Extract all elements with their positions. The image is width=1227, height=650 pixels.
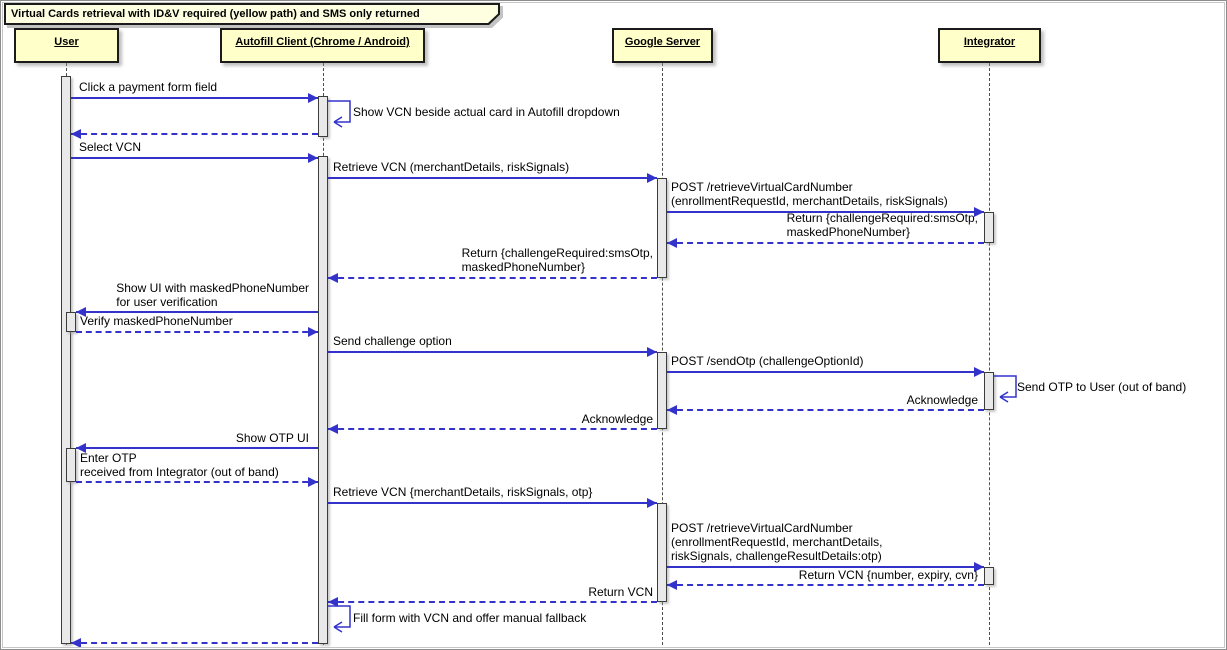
arrowhead <box>308 327 318 337</box>
activation-bar <box>66 448 76 482</box>
message-line <box>328 428 657 430</box>
message-label: POST /retrieveVirtualCardNumber (enrollm… <box>671 521 883 563</box>
arrowhead <box>974 562 984 572</box>
message-label: Enter OTP received from Integrator (out … <box>80 451 279 479</box>
message-label: Click a payment form field <box>79 80 218 94</box>
arrowhead <box>667 238 677 248</box>
activation-bar <box>984 372 994 410</box>
message-line <box>76 311 318 313</box>
message-label: Acknowledge <box>906 393 978 407</box>
arrowhead <box>667 580 677 590</box>
message-line <box>667 566 984 568</box>
message-label: Show UI with maskedPhoneNumber for user … <box>116 281 309 309</box>
participant-label: Google Server <box>624 36 701 48</box>
arrowhead <box>647 498 657 508</box>
activation-bar <box>657 178 667 278</box>
message-label: Fill form with VCN and offer manual fall… <box>353 611 587 625</box>
message-label: Return VCN <box>588 585 653 599</box>
arrowhead <box>647 173 657 183</box>
arrowhead <box>667 405 677 415</box>
message-label: Return VCN {number, expiry, cvn} <box>798 568 978 582</box>
participant-label: User <box>54 36 79 48</box>
message-line <box>667 371 984 373</box>
message-line <box>667 242 984 244</box>
participant-label: Integrator <box>963 36 1016 48</box>
message-label: Select VCN <box>79 140 142 154</box>
activation-bar <box>318 156 328 644</box>
arrowhead <box>71 129 81 139</box>
message-label: Send OTP to User (out of band) <box>1017 380 1187 394</box>
message-line <box>71 133 318 135</box>
message-label: Return {challengeRequired:smsOtp, masked… <box>461 246 653 274</box>
message-line <box>667 409 984 411</box>
activation-bar <box>984 567 994 585</box>
message-line <box>328 502 657 504</box>
message-line <box>667 584 984 586</box>
participant-label: Autofill Client (Chrome / Android) <box>235 36 410 48</box>
lifeline <box>989 63 990 645</box>
participant-box: Autofill Client (Chrome / Android) <box>220 28 425 63</box>
message-label: POST /sendOtp (challengeOptionId) <box>671 354 864 368</box>
message-line <box>71 642 318 644</box>
participant-box: User <box>14 28 119 63</box>
message-label: Retrieve VCN (merchantDetails, riskSigna… <box>333 160 570 174</box>
arrowhead <box>76 307 86 317</box>
message-label: Send challenge option <box>333 334 452 348</box>
arrowhead <box>328 424 338 434</box>
activation-bar <box>657 503 667 602</box>
arrowhead <box>308 93 318 103</box>
self-message-loop <box>994 375 1017 403</box>
arrowhead <box>974 207 984 217</box>
message-line <box>328 277 657 279</box>
message-label: Verify maskedPhoneNumber <box>80 314 233 328</box>
arrowhead <box>974 367 984 377</box>
self-message-loop <box>328 100 351 128</box>
message-line <box>328 351 657 353</box>
message-line <box>71 157 318 159</box>
message-label: Acknowledge <box>581 412 653 426</box>
message-label: Show OTP UI <box>235 431 309 445</box>
activation-bar <box>66 312 76 332</box>
title-frame: Virtual Cards retrieval with ID&V requir… <box>4 3 500 25</box>
message-label: Retrieve VCN {merchantDetails, riskSigna… <box>333 485 593 499</box>
message-label: POST /retrieveVirtualCardNumber (enrollm… <box>671 180 948 208</box>
message-line <box>328 177 657 179</box>
message-line <box>667 211 984 213</box>
activation-bar <box>61 76 71 644</box>
arrowhead <box>76 443 86 453</box>
activation-bar <box>318 96 328 137</box>
message-line <box>328 601 657 603</box>
message-label: Show VCN beside actual card in Autofill … <box>353 105 620 119</box>
arrowhead <box>328 273 338 283</box>
message-line <box>76 331 318 333</box>
activation-bar <box>657 352 667 429</box>
self-message-loop <box>328 605 351 633</box>
message-label: Return {challengeRequired:smsOtp, masked… <box>786 211 978 239</box>
arrowhead <box>71 638 81 648</box>
participant-box: Integrator <box>938 28 1041 63</box>
diagram-title: Virtual Cards retrieval with ID&V requir… <box>6 5 498 23</box>
participant-box: Google Server <box>612 28 713 63</box>
message-line <box>71 97 318 99</box>
arrowhead <box>328 597 338 607</box>
message-line <box>76 447 318 449</box>
message-line <box>76 481 318 483</box>
arrowhead <box>308 153 318 163</box>
arrowhead <box>308 477 318 487</box>
arrowhead <box>647 347 657 357</box>
activation-bar <box>984 212 994 243</box>
